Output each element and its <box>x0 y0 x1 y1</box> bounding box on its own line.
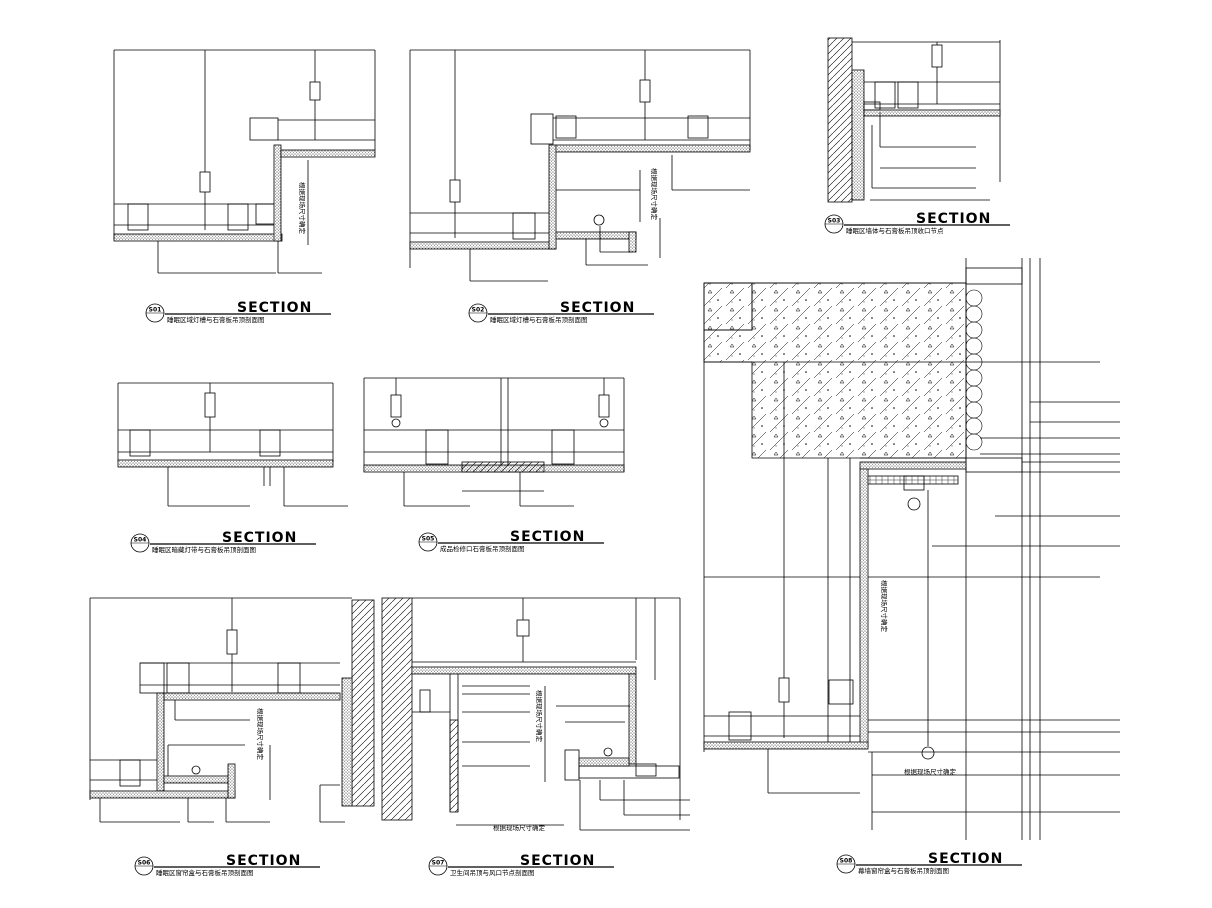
detail-subtitle: 卫生间吊顶与风口节点剖面图 <box>450 868 535 877</box>
detail-subtitle: 睡眠区暗藏灯带与石膏板吊顶剖面图 <box>152 545 256 554</box>
detail-subtitle: 成品检修口石膏板吊顶剖面图 <box>440 544 525 553</box>
d7-height-dim: 根据现场尺寸确定 <box>535 690 544 743</box>
detail-number: S07 <box>432 860 445 867</box>
detail-title: SECTION <box>226 853 301 869</box>
detail-4 <box>117 382 348 507</box>
detail-subtitle: 睡眠区窗帘盒与石膏板吊顶剖面图 <box>156 868 254 877</box>
detail-title: SECTION <box>916 211 991 227</box>
detail-number: S06 <box>138 860 151 867</box>
detail-number: S02 <box>472 307 485 314</box>
detail-8 <box>703 258 1120 840</box>
d6-height-dim: 根据现场尺寸确定 <box>256 708 265 761</box>
detail-1 <box>113 49 376 274</box>
detail-subtitle: 睡眠区域灯槽与石膏板吊顶剖面图 <box>167 315 265 324</box>
detail-2 <box>409 49 751 282</box>
detail-title: SECTION <box>928 851 1003 867</box>
detail-5 <box>363 377 625 507</box>
d8-note: 根据现场尺寸确定 <box>904 767 957 776</box>
detail-subtitle: 幕墙窗帘盒与石膏板吊顶剖面图 <box>858 866 949 875</box>
detail-subtitle: 睡眠区域灯槽与石膏板吊顶剖面图 <box>490 315 588 324</box>
detail-number: S04 <box>134 537 147 544</box>
d7-width-dim: 根据现场尺寸确定 <box>493 823 546 832</box>
detail-number: S03 <box>828 218 841 225</box>
d1-height-dim: 根据现场尺寸确定 <box>298 182 307 235</box>
detail-3 <box>827 37 1001 203</box>
detail-subtitle: 睡眠区墙体与石膏板吊顶收口节点 <box>846 226 944 235</box>
detail-title: SECTION <box>510 529 585 545</box>
detail-title: SECTION <box>560 300 635 316</box>
detail-title: SECTION <box>520 853 595 869</box>
detail-6 <box>89 597 375 823</box>
d2-height-dim: 根据现场尺寸确定 <box>650 168 659 221</box>
detail-number: S01 <box>149 307 162 314</box>
detail-7 <box>381 597 690 831</box>
detail-title: SECTION <box>222 530 297 546</box>
detail-title: SECTION <box>237 300 312 316</box>
detail-number: S05 <box>422 536 435 543</box>
d8-height-dim: 根据现场尺寸确定 <box>880 580 889 633</box>
detail-number: S08 <box>840 858 853 865</box>
